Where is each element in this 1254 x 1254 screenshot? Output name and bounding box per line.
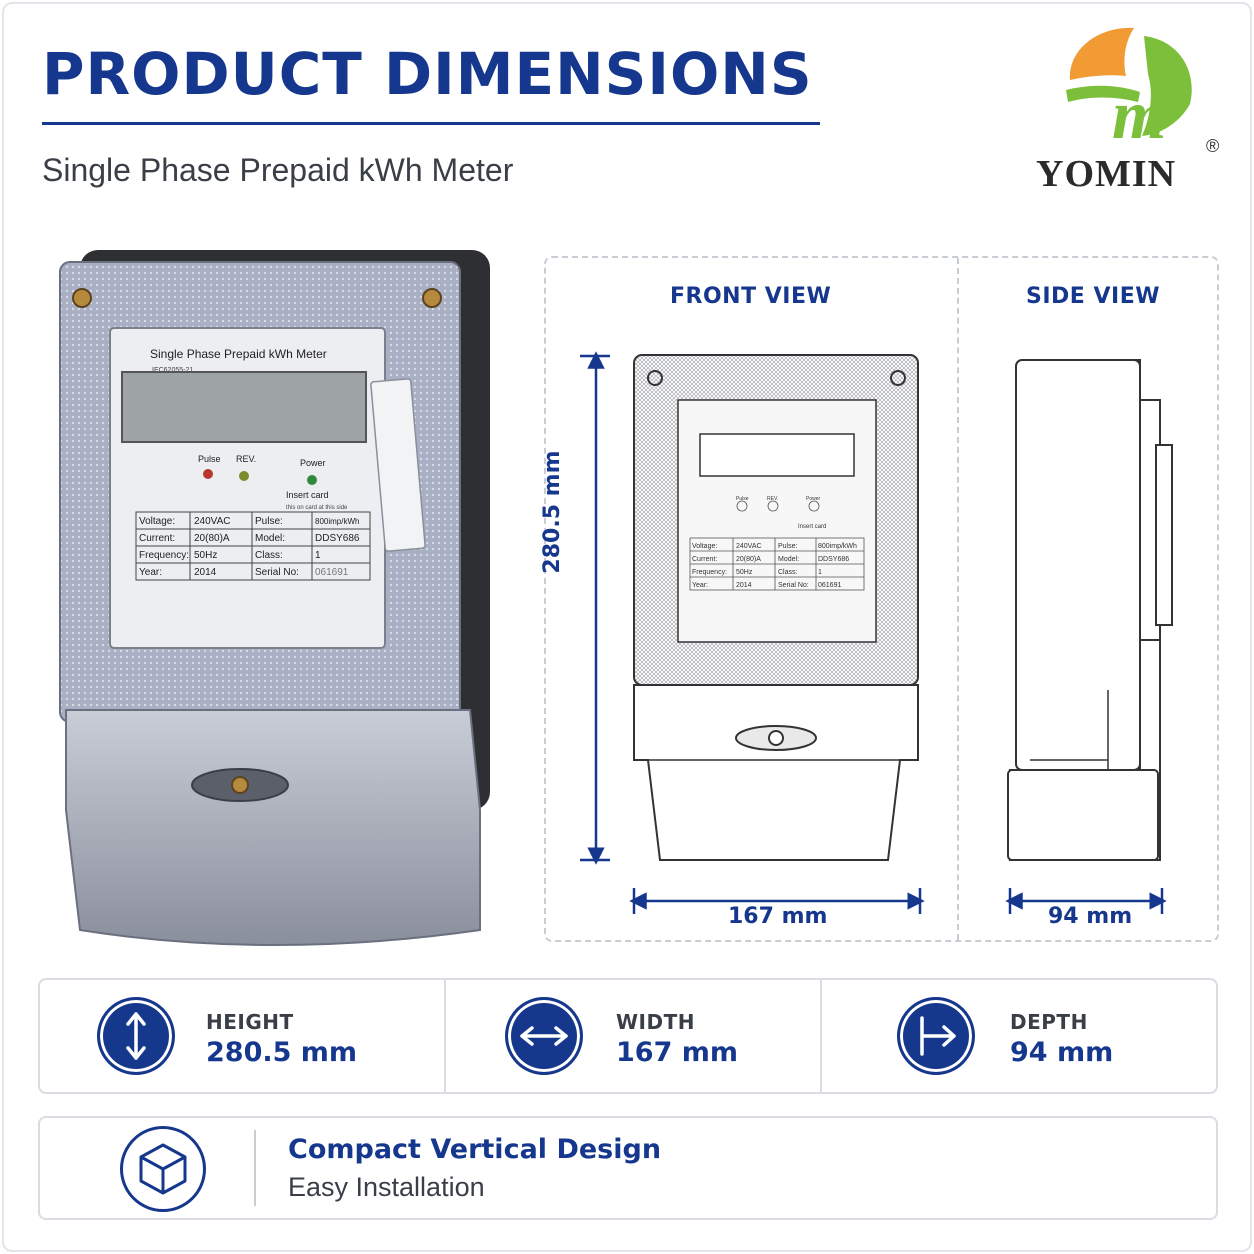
meter-photo: Single Phase Prepaid kWh Meter IEC62055-… <box>59 250 490 946</box>
nameplate-standard: IEC62055-21 <box>152 367 193 374</box>
stat-divider <box>820 980 822 1092</box>
dimension-stats <box>38 978 1218 1094</box>
spec-label: Serial No: <box>255 567 299 578</box>
lcd-display <box>121 371 367 443</box>
power-label: Power <box>300 458 326 468</box>
height-value: 280.5 mm <box>206 1037 358 1068</box>
spec-value: 240VAC <box>194 516 231 527</box>
width-value: 167 mm <box>616 1037 739 1068</box>
brand-name: YOMIN <box>1036 153 1177 195</box>
spec-label: Pulse: <box>255 516 283 527</box>
screw-icon <box>72 288 92 308</box>
feature-divider <box>254 1130 256 1206</box>
power-led-icon <box>307 475 317 485</box>
rev-label: REV. <box>236 454 256 464</box>
spec-value: 20(80)A <box>194 533 230 544</box>
insert-card-label: Insert card <box>286 490 329 500</box>
spec-label: Current: <box>139 533 175 544</box>
spec-value: 800imp/kWh <box>315 517 359 526</box>
vertical-arrows-icon <box>97 997 175 1075</box>
depth-value: 94 mm <box>1010 1037 1114 1068</box>
rev-led-icon <box>239 471 249 481</box>
spec-label: Voltage: <box>139 516 175 527</box>
spec-label: Class: <box>255 550 283 561</box>
pulse-led-icon <box>203 469 213 479</box>
registered-mark: ® <box>1206 136 1220 156</box>
product-subtitle: Single Phase Prepaid kWh Meter <box>42 152 514 188</box>
spec-label: Frequency: <box>139 550 189 561</box>
height-dimension-label: 280.5 mm <box>540 450 565 574</box>
spec-label: Model: <box>255 533 285 544</box>
cube-icon <box>120 1126 206 1212</box>
width-label: WIDTH <box>616 1010 695 1034</box>
feature-subtitle: Easy Installation <box>288 1172 485 1202</box>
title-underline <box>42 122 820 125</box>
views-divider <box>957 258 959 940</box>
side-view-label: SIDE VIEW <box>1026 284 1160 309</box>
depth-dimension-label: 94 mm <box>1048 904 1133 929</box>
page-title: PRODUCT DIMENSIONS <box>42 40 813 108</box>
width-dimension-label: 167 mm <box>728 904 828 929</box>
feature-title: Compact Vertical Design <box>288 1134 662 1165</box>
nameplate-title: Single Phase Prepaid kWh Meter <box>150 347 327 361</box>
height-label: HEIGHT <box>206 1010 294 1034</box>
spec-value: 1 <box>315 550 321 561</box>
seal-screw-icon <box>231 776 249 794</box>
spec-value: 061691 <box>315 567 349 578</box>
screw-icon <box>422 288 442 308</box>
depth-arrow-icon <box>897 997 975 1075</box>
spec-label: Year: <box>139 567 162 578</box>
prepaid-card <box>370 378 426 552</box>
technical-drawings-panel <box>544 256 1219 942</box>
stat-divider <box>444 980 446 1092</box>
depth-label: DEPTH <box>1010 1010 1088 1034</box>
spec-value: 50Hz <box>194 550 217 561</box>
front-view-label: FRONT VIEW <box>670 284 832 309</box>
terminal-cover <box>65 709 481 946</box>
insert-card-note: this on card at this side <box>286 505 348 511</box>
pulse-label: Pulse <box>198 454 221 464</box>
feature-banner <box>38 1116 1218 1220</box>
spec-value: 2014 <box>194 567 217 578</box>
logo-letter: m <box>1112 77 1166 154</box>
yomin-logo-icon: m <box>1066 27 1192 154</box>
horizontal-arrows-icon <box>505 997 583 1075</box>
spec-value: DDSY686 <box>315 533 360 544</box>
